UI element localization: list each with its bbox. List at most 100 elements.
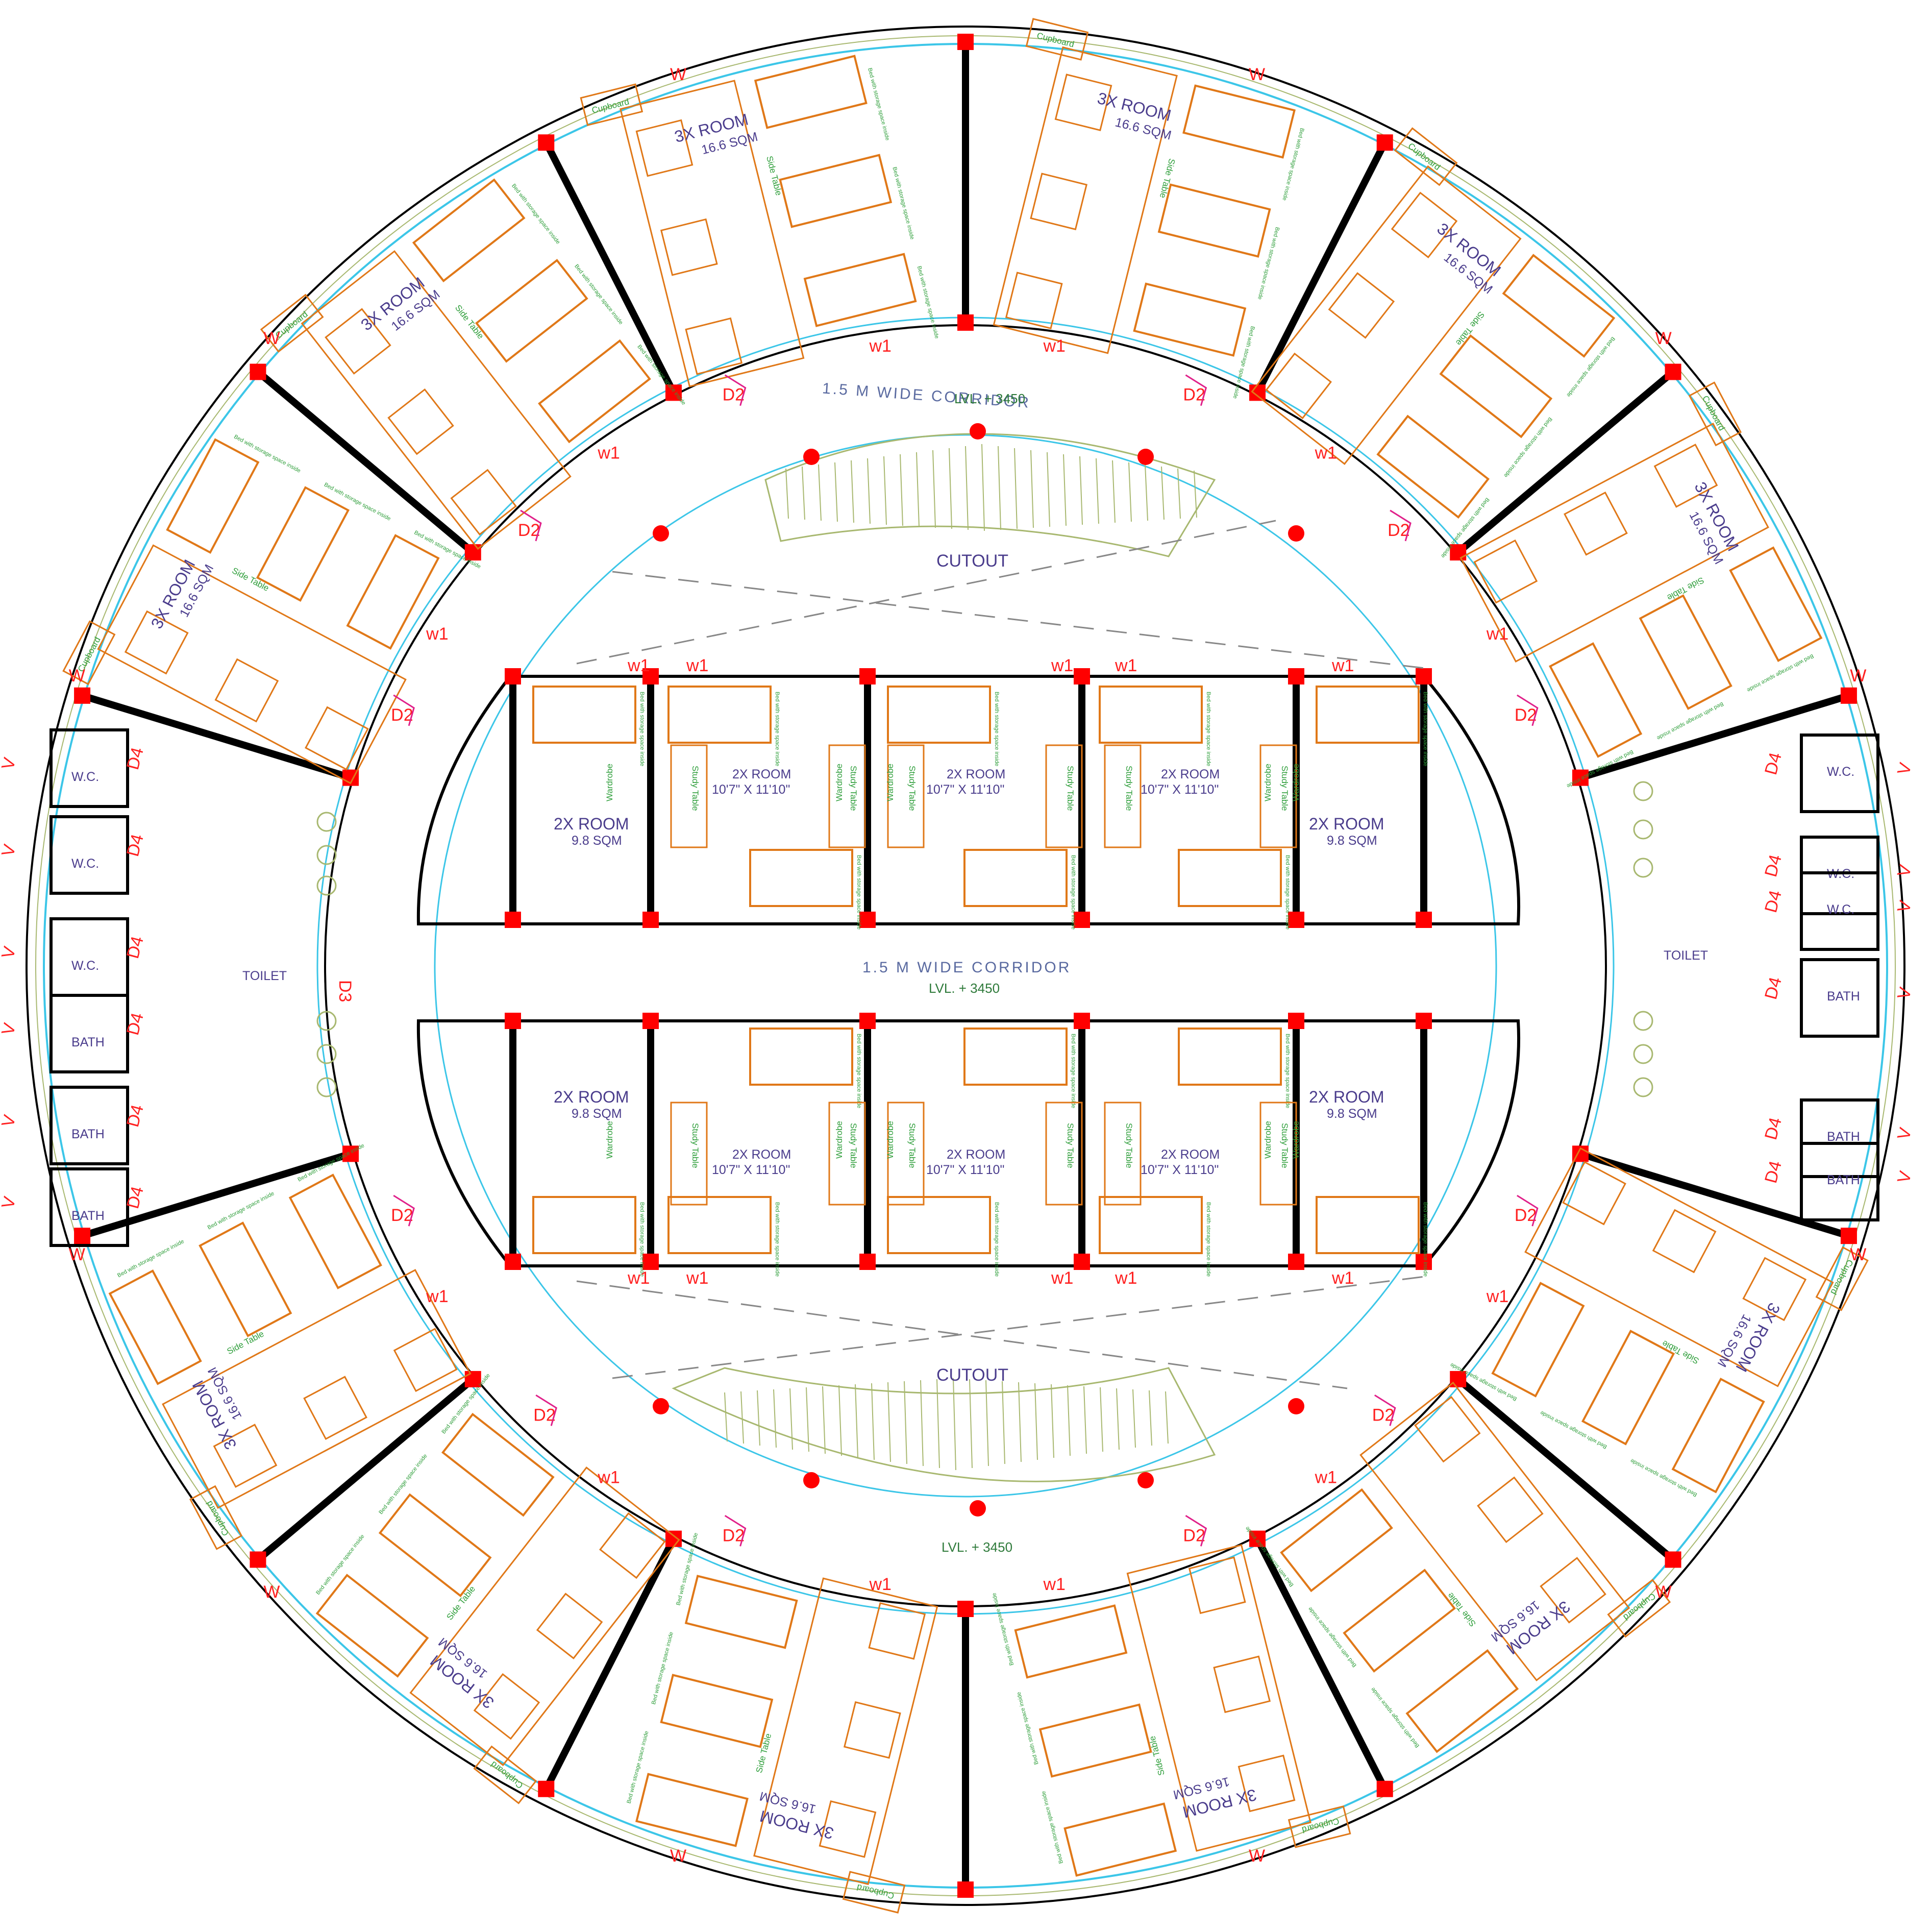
study-chair [1391,191,1458,259]
wc-label: W.C. [71,770,99,784]
door-tag-wc: D4 [1761,1115,1786,1142]
stair-tread [785,468,789,519]
bed [684,1575,798,1649]
study-desk [409,1466,680,1767]
bed [288,1173,382,1289]
study-table-label: Study Table [849,766,858,811]
window-tag-inner: w1 [1486,1287,1508,1306]
bed-label: Bed with storage space inside [1422,1202,1428,1277]
wardrobe-label: Wardrobe [605,1121,614,1159]
stair-tread [904,1381,907,1464]
door-swing [1517,1194,1539,1227]
window-tag-inner: w1 [426,1287,448,1306]
side-table-label: Side Table [1454,310,1487,348]
toilet-cubicle [49,917,129,997]
study-table-label: Study Table [690,1123,700,1168]
column [250,363,266,380]
window-tag-inner: w1 [1486,624,1508,644]
column [505,668,521,684]
column [464,544,481,561]
study-chair [685,317,743,375]
bed-label: Bed with storage space inside [867,67,890,141]
bed [963,1028,1068,1086]
window-tag-inner: w1 [686,1268,708,1288]
column [859,912,876,928]
radial-wall [1453,365,1679,557]
bed-label: Bed with storage space inside [1205,692,1211,766]
radial-wall [1453,1375,1679,1566]
bath-label: BATH [1827,1130,1860,1144]
vent-tag: V [1894,898,1916,915]
stair-tread [1002,1381,1005,1464]
stair-tread [949,448,952,529]
bed [166,438,260,554]
side-table-label: Side Table [1158,158,1177,199]
wash-basin [316,845,337,865]
bed [1671,1377,1765,1494]
bed [1502,254,1616,358]
bed [1038,1703,1152,1778]
room-2x-large-name: 2X ROOM [732,1147,791,1162]
study-desk [620,80,805,387]
study-chair [1477,1476,1544,1544]
room-2x-large-name: 2X ROOM [947,767,1005,781]
stair-tread [740,1391,744,1444]
study-desk [993,46,1178,354]
study-chair [1328,272,1395,339]
column [957,1881,974,1898]
bed-label: Bed with storage space inside [1502,416,1553,479]
study-chair [660,218,718,276]
window-tag-outer: W [69,666,85,686]
wc-label: W.C. [71,857,99,871]
room-2x-large-size: 10'7" X 11'10" [1141,1163,1219,1177]
room-2x-small-name: 2X ROOM [554,815,629,833]
room-2x-large-name: 2X ROOM [732,767,791,781]
study-table-label: Study Table [849,1123,858,1168]
stair-tread [867,458,871,524]
column [1376,134,1393,151]
stair-tread [1096,458,1099,524]
column [665,384,682,401]
study-table [1259,744,1297,848]
door-swing [393,694,415,726]
bed-label: Bed with storage space inside [1281,127,1305,201]
wash-basin [1633,1044,1653,1064]
bath-label: BATH [1827,1173,1860,1187]
study-chair [599,1512,666,1579]
bed [749,1028,853,1086]
column [642,1254,659,1270]
study-chair [1562,1161,1626,1226]
study-table [670,744,708,848]
window-tag-outer: W [1850,1245,1866,1264]
vent-tag: V [0,755,20,772]
column [464,1371,481,1387]
window-tag-inner: w1 [1043,1575,1065,1594]
bed [538,339,651,444]
wc-label: W.C. [1827,902,1854,917]
column [1074,1254,1090,1270]
bed [412,178,526,283]
room-2x-large-size: 10'7" X 11'10" [712,1163,790,1177]
radial-wall [252,1375,478,1566]
window-tag-outer: W [263,329,280,348]
column [957,314,974,331]
bath-label: BATH [71,1209,105,1223]
study-desk [1251,165,1522,465]
stair-tread [1132,1389,1136,1448]
stair-bottom [672,1367,1216,1482]
stair-tread [871,1383,875,1460]
wash-basin [1633,1077,1653,1097]
window-tag-outer: W [69,1245,85,1264]
stair-tread [998,446,1001,530]
bed [1343,1569,1456,1673]
room-2x-small-area: 9.8 SQM [572,1107,622,1121]
door-swing [724,374,747,406]
radial-wall [1253,1535,1391,1795]
bed [1581,1330,1675,1446]
bed [1639,594,1732,710]
wardrobe-label: Wardrobe [885,1121,895,1159]
cutout-lines [576,520,1429,1389]
corridor-bottom-level: LVL. + 3450 [942,1539,1012,1555]
door-swing [520,509,542,542]
